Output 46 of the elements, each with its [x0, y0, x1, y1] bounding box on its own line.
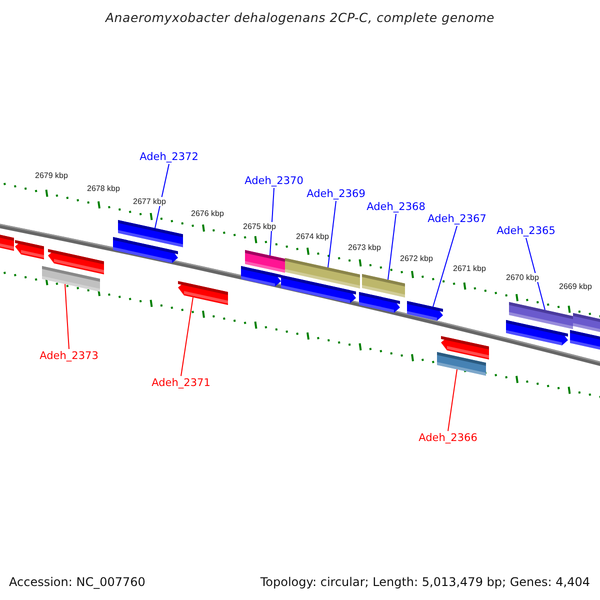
gene-label: Adeh_2365 — [496, 225, 556, 237]
gene-block — [281, 275, 356, 304]
leader-line — [328, 200, 336, 268]
gene-bar — [573, 313, 600, 332]
scale-label: 2673 kbp — [347, 243, 382, 252]
gene-block — [506, 320, 568, 346]
leader-line — [64, 284, 70, 350]
scale-label: 2676 kbp — [190, 209, 225, 218]
gene-label: Adeh_2366 — [418, 432, 478, 444]
scale-label: 2670 kbp — [505, 273, 540, 282]
gene-label: Adeh_2369 — [306, 188, 366, 200]
scale-label: 2679 kbp — [34, 171, 69, 180]
gene-block — [0, 233, 14, 251]
scale-label: 2674 kbp — [295, 232, 330, 241]
leader-line — [526, 238, 546, 310]
gene-label: Adeh_2371 — [150, 377, 212, 389]
scale-label: 2672 kbp — [399, 254, 434, 263]
leader-line — [432, 226, 458, 308]
leader-line — [448, 368, 458, 432]
gene-label: Adeh_2367 — [426, 213, 488, 225]
scale-label: 2669 kbp — [558, 282, 593, 291]
gene-bar — [362, 274, 405, 298]
scale-label: 2671 kbp — [452, 264, 487, 273]
gene-label: Adeh_2368 — [366, 201, 426, 213]
scale-label: 2677 kbp — [132, 197, 167, 206]
gene-block — [178, 281, 228, 305]
diagram-title: Anaeromyxobacter dehalogenans 2CP-C, complete genome — [104, 10, 496, 25]
gene-block — [48, 249, 104, 274]
accession-number: Accession: NC_007760 — [9, 575, 146, 589]
leader-line — [270, 188, 274, 256]
gene-block — [441, 336, 489, 360]
gene-block — [570, 330, 600, 350]
leader-line — [388, 214, 396, 280]
gene-label: Adeh_2370 — [244, 175, 304, 187]
leader-line — [154, 164, 170, 229]
gene-bar — [245, 250, 285, 273]
gene-label: Adeh_2373 — [38, 350, 100, 362]
gene-label: Adeh_2372 — [138, 151, 200, 163]
scale-label: 2675 kbp — [242, 222, 277, 231]
leader-line — [180, 296, 194, 376]
gene-block — [241, 266, 281, 286]
genome-stats: Topology: circular; Length: 5,013,479 bp; Genes: 4,404 — [260, 575, 590, 589]
gene-block — [113, 237, 178, 263]
gene-block — [359, 292, 400, 313]
gene-block — [407, 301, 443, 321]
scale-label: 2678 kbp — [86, 184, 121, 193]
